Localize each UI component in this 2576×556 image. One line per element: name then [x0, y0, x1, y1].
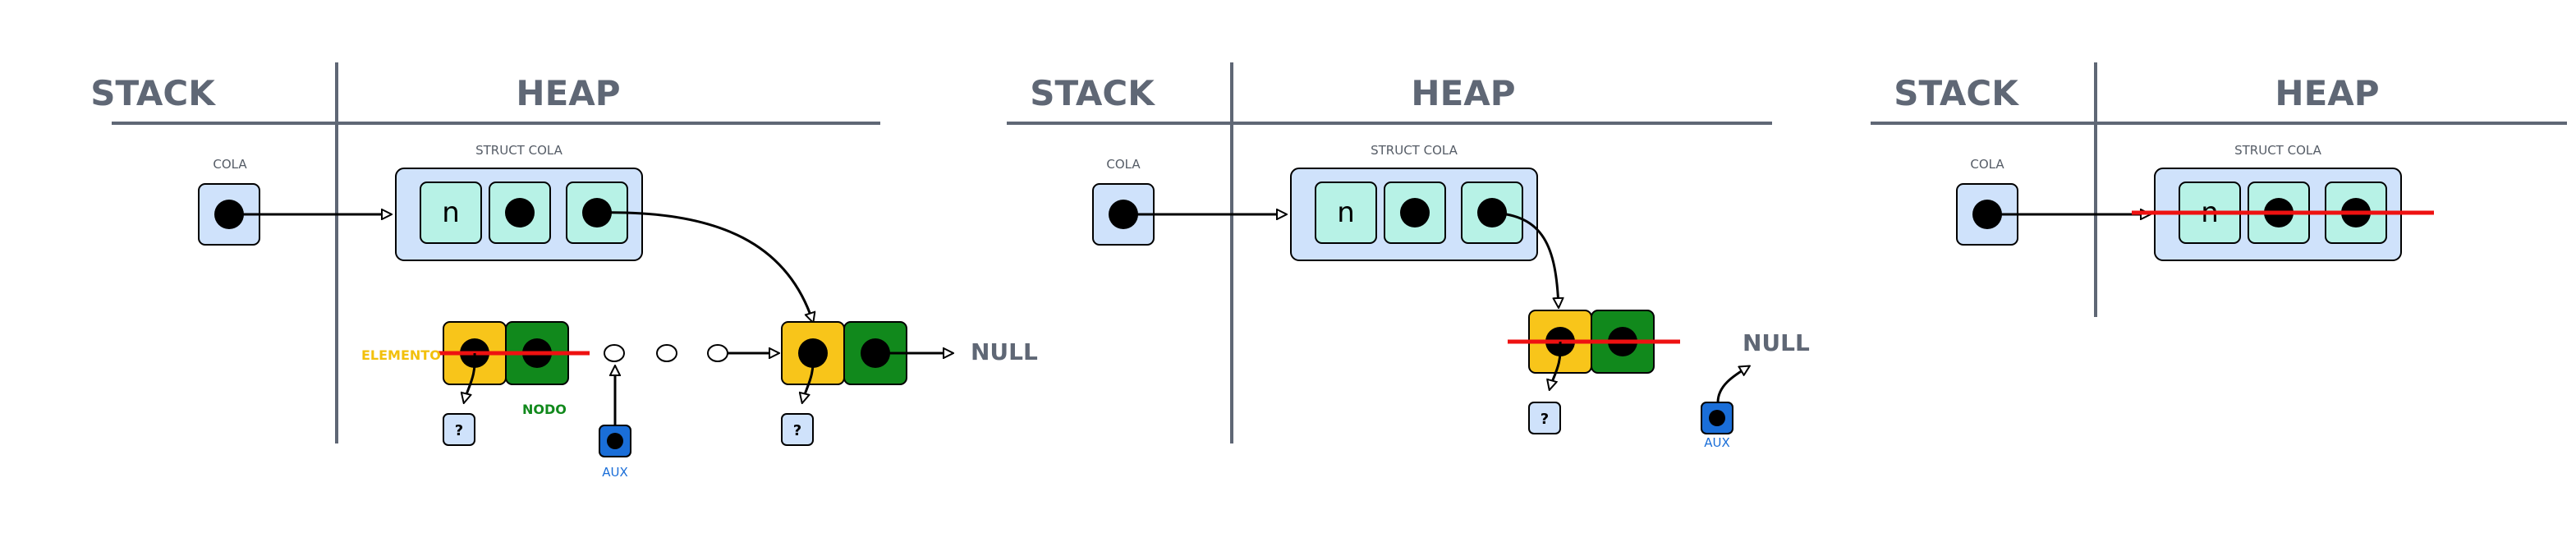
struct-cola-label: STRUCT COLA: [475, 143, 562, 158]
null-label: NULL: [971, 338, 1038, 365]
n-label: n: [442, 196, 460, 229]
aux-label: AUX: [1704, 435, 1730, 450]
heap-header: HEAP: [1411, 73, 1515, 113]
cell-n: [1315, 182, 1377, 244]
ellipsis-dot: [707, 344, 728, 362]
heap-header: HEAP: [516, 73, 620, 113]
ellipsis-dot: [656, 344, 677, 362]
panel-1: STACK HEAP COLA STRUCT COLA n ELEMENTO N…: [90, 62, 1038, 480]
pointer-dot: [1400, 198, 1430, 227]
elemento-arrow: [1550, 341, 1562, 389]
cola-label: COLA: [1970, 157, 2004, 172]
elemento-arrow: [802, 352, 815, 402]
nodo-label: NODO: [522, 402, 567, 417]
pointer-dot: [607, 433, 623, 449]
aux-label: AUX: [602, 465, 628, 480]
unknown-box: [781, 413, 814, 446]
panel-2: STACK HEAP COLA STRUCT COLA n ? NULL AUX: [1007, 62, 1810, 450]
ellipsis-dot: [604, 344, 625, 362]
cell-n: [420, 182, 482, 244]
heap-header: HEAP: [2275, 73, 2379, 113]
n-label: n: [1337, 196, 1355, 229]
pointer-dot: [505, 198, 535, 227]
elemento-arrow: [464, 352, 476, 402]
stack-header: STACK: [1030, 73, 1155, 113]
null-label: NULL: [1743, 329, 1810, 356]
struct-cola-label: STRUCT COLA: [2234, 143, 2321, 158]
unknown-label: ?: [1541, 411, 1549, 428]
cola-label: COLA: [213, 157, 247, 172]
cola-label: COLA: [1106, 157, 1141, 172]
stack-header: STACK: [90, 73, 216, 113]
panel-3: STACK HEAP COLA STRUCT COLA n: [1871, 62, 2567, 317]
unknown-label: ?: [455, 422, 463, 439]
struct-cola-label: STRUCT COLA: [1371, 143, 1458, 158]
stack-header: STACK: [1894, 73, 2019, 113]
elemento-label: ELEMENTO: [361, 347, 441, 363]
back-arrow: [1491, 211, 1559, 307]
back-arrow: [596, 211, 813, 322]
pointer-dot: [1709, 410, 1725, 426]
unknown-box: [443, 413, 475, 446]
unknown-label: ?: [793, 422, 801, 439]
aux-arrow: [1716, 366, 1749, 403]
unknown-box: [1528, 402, 1561, 434]
